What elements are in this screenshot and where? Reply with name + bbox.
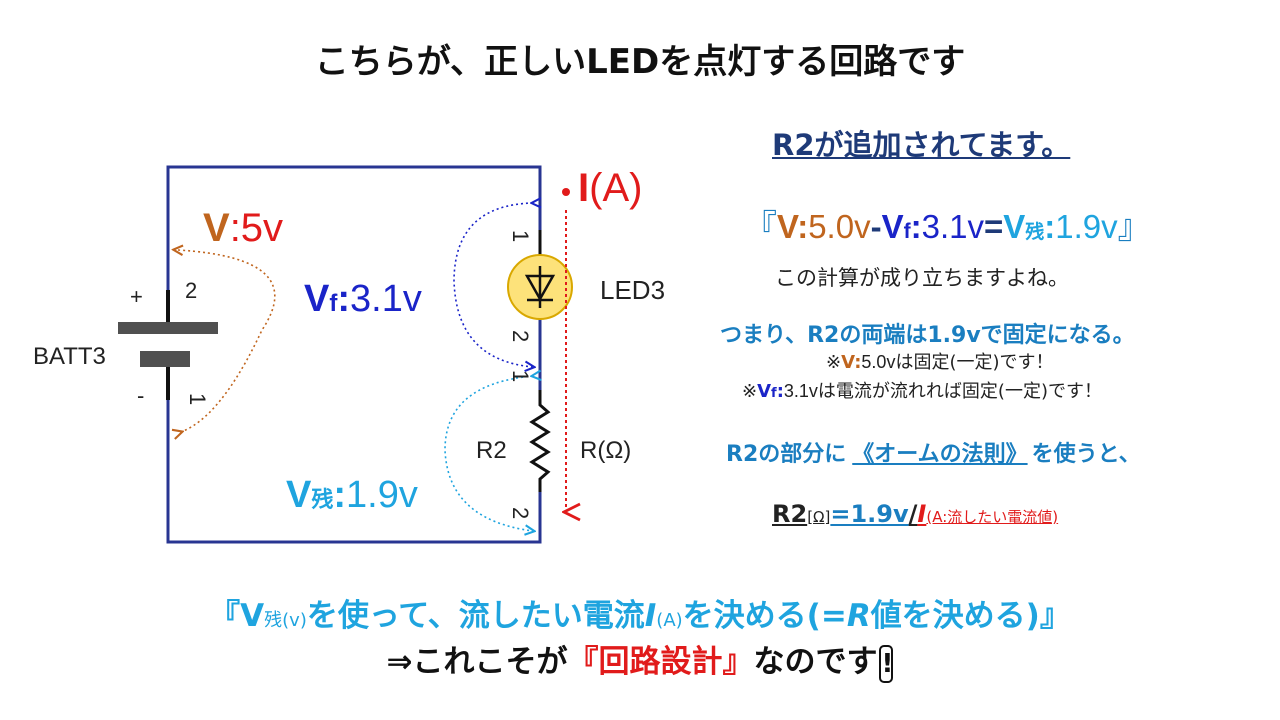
battery-pin-bottom: 1 (185, 393, 210, 405)
led-pin-bottom: 2 (508, 330, 533, 342)
note-vf-fixed: ※Vf:3.1vは電流が流れれば固定(一定)です！ (742, 381, 1102, 402)
r2-formula: R2[Ω]=1.9v/I(A:流したい電流値) (772, 500, 1059, 528)
battery-minus-label: - (137, 383, 145, 408)
battery-plus-label: + (130, 284, 143, 309)
conclusion-line-1: 『V残(v)を使って、流したい電流I(A)を決める(=R値を決める)』 (209, 598, 1071, 634)
calc-note: この計算が成り立ちますよね。 (775, 266, 1069, 290)
resistor-pin-top: 1 (508, 370, 533, 382)
fixed-voltage-line: つまり、R2の両端は1.9vで固定になる。 (720, 323, 1135, 348)
supply-voltage-label: V:5v (203, 206, 284, 250)
resistance-label: R(Ω) (580, 437, 632, 464)
conclusion-line-2: ⇒これこそが『回路設計』なのです! (0, 636, 1280, 683)
ohm-law-line: R2の部分に《オームの法則》を使うと、 (726, 442, 1141, 467)
vres-label: V残:1.9v (286, 474, 418, 516)
led-pin-top: 1 (508, 230, 533, 242)
led-label: LED3 (600, 275, 666, 305)
vf-arc (453, 203, 533, 367)
page-title: こちらが、正しいLEDを点灯する回路です (314, 42, 966, 82)
resistor-pin-bottom: 2 (508, 507, 533, 519)
current-label: I(A) (578, 166, 643, 210)
right-heading: R2が追加されてます。 (772, 128, 1071, 162)
ohm-law-link[interactable]: 《オームの法則》 (852, 442, 1028, 467)
note-supply-fixed: ※V:5.0vは固定(一定)です！ (826, 352, 1054, 373)
battery-pin-top: 2 (185, 278, 197, 303)
current-node-dot (562, 188, 570, 196)
resistor-label: R2 (476, 437, 507, 464)
battery-label: BATT3 (33, 343, 106, 370)
voltage-equation: 『V:5.0v-Vf:3.1v=V残:1.9v』 (744, 208, 1151, 245)
vres-arc (444, 376, 533, 531)
supply-voltage-arc (178, 250, 276, 433)
led-symbol (507, 230, 573, 320)
resistor-symbol (529, 390, 551, 492)
exclamation-icon: ! (879, 645, 894, 683)
vf-label: Vf:3.1v (304, 278, 422, 320)
